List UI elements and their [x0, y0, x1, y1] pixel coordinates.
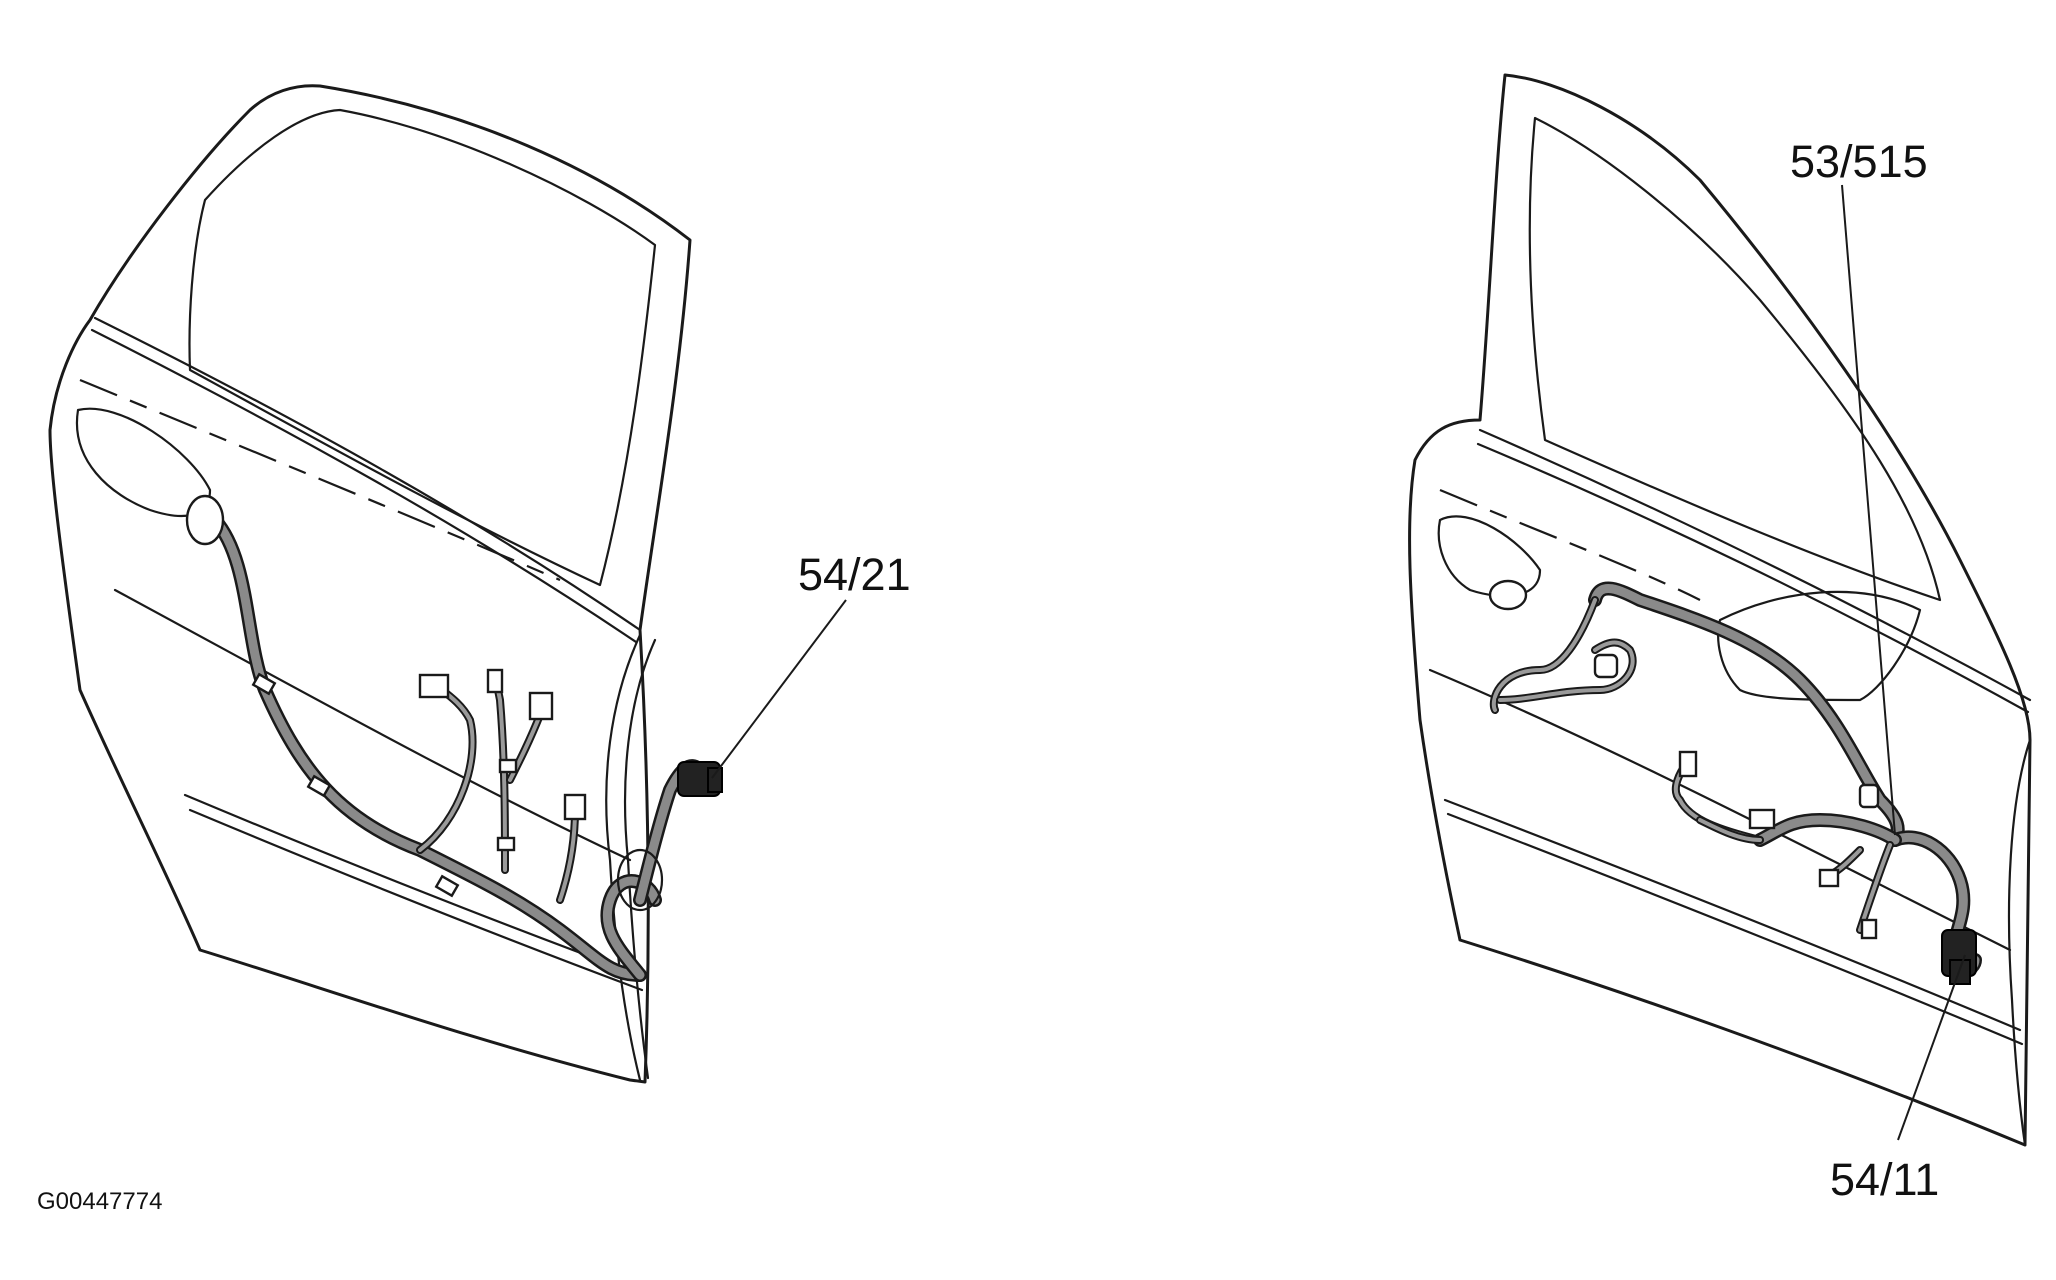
rear-door-crease-lower-2 [188, 808, 644, 992]
front-door-illustration [1408, 73, 2032, 1147]
rear-door-window [188, 108, 657, 587]
front-door-window [1528, 116, 1942, 602]
front-door-belt-line-2 [1476, 442, 2030, 714]
front-door-crease-upper [1428, 668, 2012, 952]
front-door-crease-lower-2 [1446, 812, 2024, 1046]
leader-54-21 [711, 599, 847, 779]
front-door-connector-c [1748, 808, 1776, 830]
front-door-outline [1408, 73, 2032, 1147]
front-door-handle-connector [1488, 579, 1528, 611]
rear-door-connector-a [418, 673, 450, 699]
callout-53-515: 53/515 [1790, 136, 1928, 187]
front-door-crease-lower [1443, 798, 2022, 1032]
front-door-main-connector [1941, 929, 1977, 985]
rear-door-edge [605, 633, 642, 1082]
front-door-belt-line [1478, 428, 2032, 702]
front-door-connector-b [1678, 750, 1698, 778]
rear-door-connector-b [528, 691, 554, 721]
rear-door-handle-grommet [185, 494, 225, 546]
front-door-connector-f [1858, 783, 1880, 809]
rear-door-main-connector [677, 761, 723, 797]
rear-door-belt-line [93, 316, 642, 632]
rear-door-edge-inner [623, 638, 657, 1080]
front-door-connector-d [1818, 868, 1840, 888]
rear-door-connector-d [486, 668, 504, 694]
rear-door-outline [48, 84, 692, 1084]
rear-door-grommet [616, 848, 664, 912]
leader-54-11 [1897, 954, 1966, 1141]
rear-door-connector-c [563, 793, 587, 821]
front-door-edge [2007, 738, 2032, 1147]
callout-54-21: 54/21 [798, 549, 911, 600]
callout-54-11: 54/11 [1830, 1154, 1939, 1205]
rear-door-belt-line-2 [90, 328, 638, 644]
leader-53-515 [1841, 184, 1896, 836]
front-door-connector-a [1593, 653, 1619, 679]
front-door-connector-e [1860, 918, 1878, 940]
figure-id: G00447774 [37, 1188, 162, 1215]
rear-door-illustration [48, 84, 723, 1084]
rear-door-crease-upper [113, 588, 632, 862]
rear-door-trim-dash [79, 378, 561, 582]
front-door-mirror [1717, 590, 1922, 702]
